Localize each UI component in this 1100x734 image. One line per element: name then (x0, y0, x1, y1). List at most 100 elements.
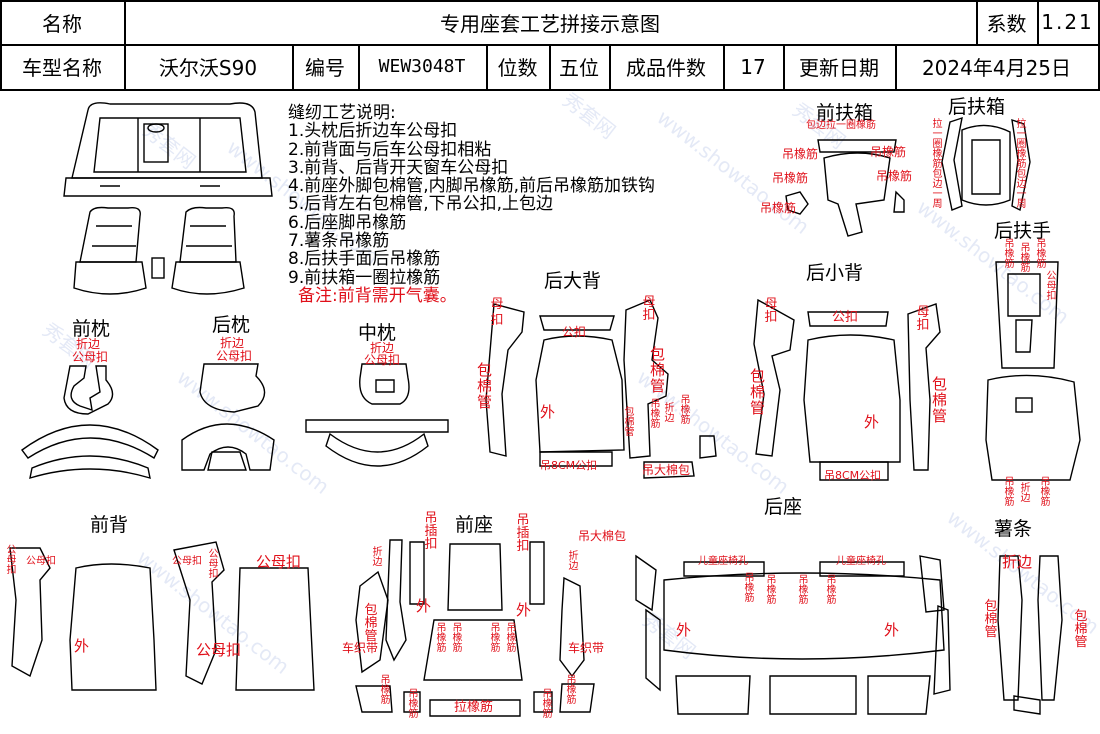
annot-elastic-small: 吊橡筋 (506, 623, 517, 654)
annot-snap-small: 公母扣 (1046, 271, 1057, 302)
annot-fold-edge: 折边 (1002, 553, 1033, 571)
note-item-6: 6.后座脚吊橡筋 (288, 212, 407, 233)
front-headrest-pieces (21, 365, 159, 480)
annot-elastic-small: 吊橡筋 (1004, 239, 1015, 270)
annot-male-snap: 公扣 (832, 310, 859, 325)
annot-fold-small: 折边 (372, 547, 383, 568)
front-back-pieces (9, 541, 315, 691)
rear-seat-pieces (635, 554, 951, 715)
label-fries: 薯条 (994, 518, 1033, 540)
annot-pull-elastic: 拉橡筋 (454, 700, 494, 715)
rear-armbox-pieces (941, 116, 1031, 212)
label-rear-small-back: 后小背 (806, 262, 864, 284)
annot-outer: 外 (864, 413, 880, 431)
annot-elastic-small: 吊橡筋 (436, 623, 447, 654)
sewing-notes: 缝纫工艺说明: 1.头枕后折边车公母扣 2.前背面与后车公母扣相粘 3.前背、后… (288, 104, 656, 306)
label-front-back: 前背 (90, 514, 129, 536)
annot-fold-small: 折边 (568, 551, 579, 572)
seat-overview-illustration (63, 102, 273, 295)
code-label: 编号 (305, 56, 345, 80)
annot-elastic-small: 吊橡筋 (408, 689, 419, 720)
annot-cotton-pipe: 包棉管 (364, 603, 378, 644)
label-rear-seat: 后座 (764, 496, 803, 518)
label-rear-backrest: 后大背 (544, 270, 602, 292)
annot-child-seat: 儿童座椅孔 (836, 556, 886, 567)
annot-outer: 外 (416, 597, 432, 615)
note-item-2: 2.前背面与后车公母扣相粘 (288, 139, 492, 160)
annot-elastic-small: 吊橡筋 (1004, 477, 1015, 508)
annot-fold-edge: 折边 (370, 341, 395, 355)
annot-cotton-pipe: 包棉管 (650, 345, 666, 395)
front-seat-pieces (355, 539, 595, 717)
annot-elastic: 吊橡筋 (772, 171, 809, 185)
rear-headrest-pieces (181, 363, 275, 471)
date-label: 更新日期 (799, 56, 879, 80)
label-front-armbox: 前扶箱 (816, 102, 874, 124)
annot-cotton-pipe: 包棉管 (750, 367, 766, 417)
factor-label: 系数 (986, 11, 1027, 36)
notes-remark: 备注:前背需开气囊。 (298, 285, 457, 306)
annot-elastic-small: 吊橡筋 (490, 623, 501, 654)
annot-rear-box-edge: 拉一圈橡筋包边一周 (932, 119, 943, 210)
annot-elastic-small: 吊橡筋 (452, 623, 463, 654)
annot-snap: 公母扣 (216, 349, 253, 363)
header-table: 名称 专用座套工艺拼接示意图 系数 1.21 车型名称 沃尔沃S90 编号 WE… (0, 0, 1100, 91)
note-item-7: 7.薯条吊橡筋 (288, 231, 390, 252)
annot-snap: 公母扣 (172, 556, 202, 567)
annot-elastic: 吊橡筋 (782, 147, 819, 161)
annot-webbing: 车织带 (342, 641, 379, 655)
label-middle-headrest: 中枕 (358, 322, 397, 344)
label-rear-armrest: 后扶手 (994, 220, 1052, 242)
note-item-4: 4.前座外脚包棉管,内脚吊橡筋,前后吊橡筋加铁钩 (288, 176, 656, 197)
annot-elastic-small: 吊橡筋 (744, 573, 755, 604)
annot-outer: 外 (516, 601, 532, 619)
annot-snap: 公母扣 (364, 353, 401, 367)
name-label: 名称 (42, 11, 82, 36)
note-item-8: 8.后扶手面后吊橡筋 (288, 249, 441, 270)
annot-pull-elastic-loop: 包边拉一圈橡筋 (806, 120, 876, 131)
note-item-1: 1.头枕后折边车公母扣 (288, 121, 458, 142)
note-item-5: 5.后背左右包棉管,下吊公扣,上包边 (288, 194, 554, 215)
annot-male-snap: 公扣 (562, 325, 587, 339)
code-value: WEW3048T (378, 56, 466, 77)
annot-female-snap: 母扣 (642, 295, 656, 323)
annot-outer: 外 (884, 621, 900, 639)
factor-value: 1.21 (1041, 10, 1094, 34)
annot-big-cotton: 吊大棉包 (578, 529, 627, 543)
annot-outer: 外 (676, 621, 692, 639)
seats-label: 位数 (497, 56, 538, 80)
annot-webbing: 车织带 (568, 641, 605, 655)
annot-fold-edge: 折边 (76, 337, 101, 351)
seats-value: 五位 (559, 56, 599, 80)
annot-bottom-8cm: 吊8CM公扣 (540, 459, 598, 472)
annot-snap-big: 公母扣 (256, 553, 302, 571)
annot-outer: 外 (74, 637, 90, 655)
middle-headrest-pieces (305, 363, 449, 467)
annot-fold-small: 折边 (664, 403, 675, 424)
label-rear-headrest: 后枕 (212, 314, 251, 336)
date-value: 2024年4月25日 (921, 56, 1072, 80)
annot-elastic: 吊橡筋 (876, 169, 913, 183)
page-title: 专用座套工艺拼接示意图 (440, 11, 660, 36)
rear-small-back-pieces (753, 298, 941, 481)
annot-bottom-8cm: 吊8CM公扣 (824, 469, 882, 482)
label-front-headrest: 前枕 (72, 318, 111, 340)
pieces-value: 17 (740, 54, 766, 79)
annot-female-snap: 母扣 (764, 297, 778, 325)
annot-cotton-pipe: 包棉管 (1074, 609, 1088, 650)
annot-outer: 外 (540, 403, 556, 421)
model-value: 沃尔沃S90 (158, 56, 258, 80)
annot-snap: 公母扣 (72, 350, 109, 364)
annot-snap-short: 扣 (490, 313, 504, 328)
annot-hang-insert: 吊插扣 (424, 511, 438, 552)
annot-elastic-small: 吊橡筋 (542, 689, 553, 720)
front-armbox-pieces (785, 139, 905, 237)
annot-rear-box-edge: 拉一圈橡筋包边一周 (1016, 119, 1027, 210)
annot-elastic-small: 吊橡筋 (680, 395, 691, 426)
label-front-seat: 前座 (455, 514, 494, 536)
rear-backrest-pieces (485, 299, 717, 479)
annot-child-seat: 儿童座椅孔 (698, 556, 748, 567)
annot-cotton-pipe: 包棉管 (477, 361, 493, 411)
annot-cotton-pipe: 包棉管 (932, 375, 948, 425)
